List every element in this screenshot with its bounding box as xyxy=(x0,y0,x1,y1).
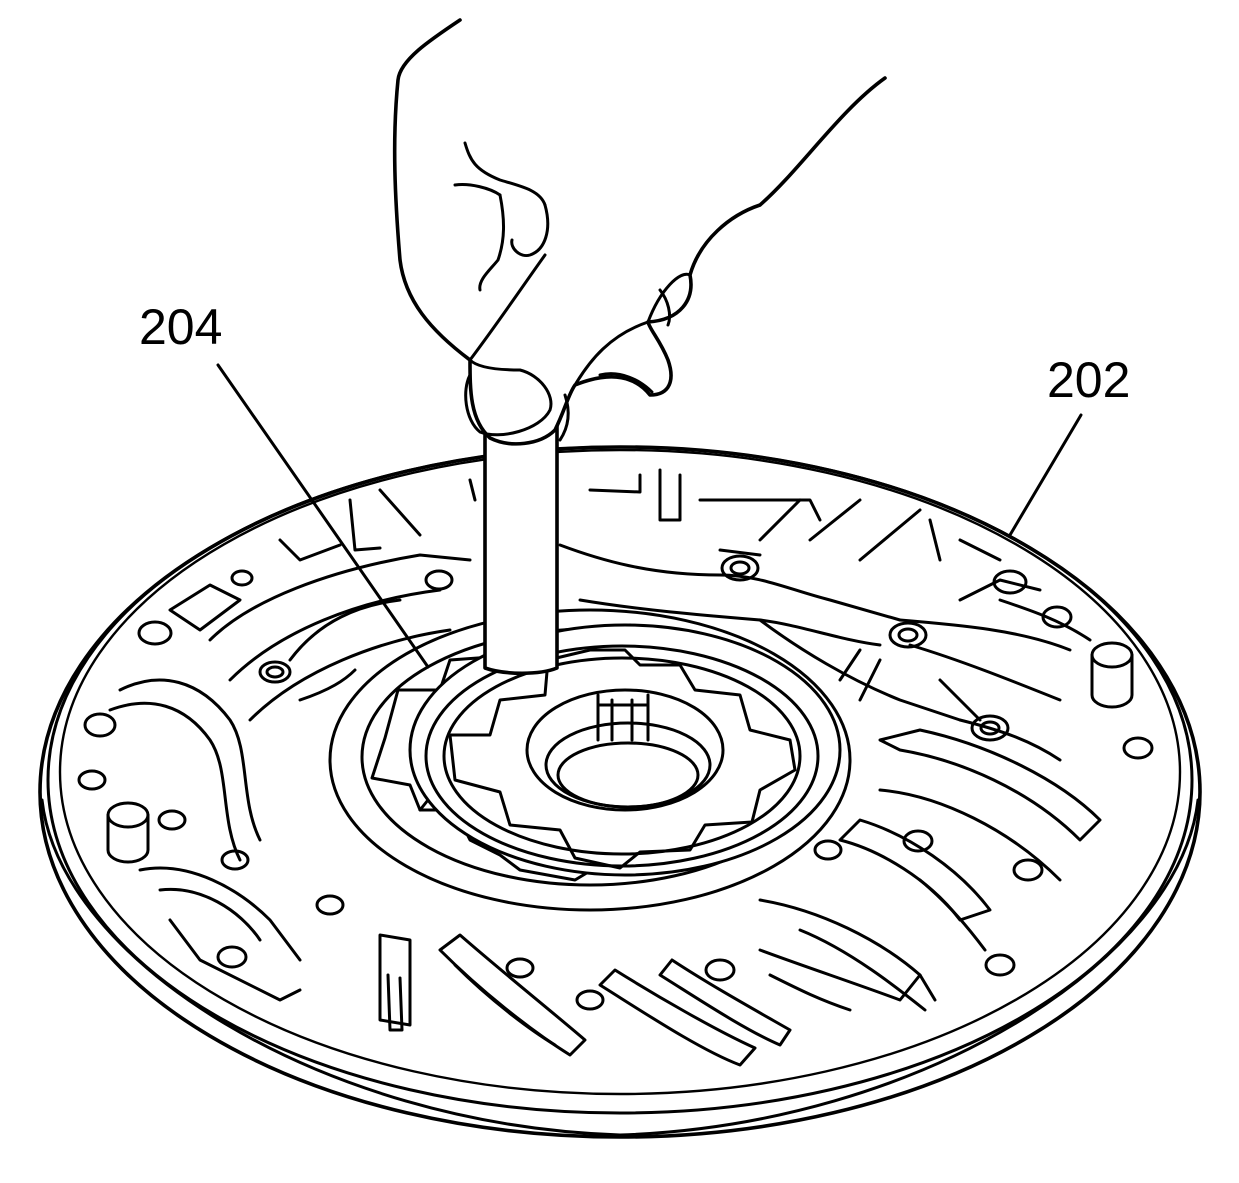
pump-cover-plate xyxy=(38,445,1202,1139)
hand xyxy=(392,18,887,446)
callout-label-pump-cover: 202 xyxy=(1047,352,1131,408)
index-finger xyxy=(573,320,650,387)
knuckle-line-2 xyxy=(453,183,502,197)
shaft-grip-line xyxy=(558,393,570,442)
thumb-tip xyxy=(464,358,553,437)
seal-installer-tool xyxy=(483,400,559,675)
tool-shaft xyxy=(483,400,559,675)
plate-side-band xyxy=(40,798,1200,1137)
plate-inner-edge xyxy=(58,448,1182,1096)
dowel-pins xyxy=(106,641,1134,864)
index-nail xyxy=(598,372,654,394)
plate-top-edge xyxy=(46,445,1194,1115)
thumb-crease xyxy=(468,253,547,362)
back-ribs xyxy=(278,468,1002,722)
palm-crease xyxy=(478,193,506,292)
finger-curl xyxy=(510,203,550,258)
middle-finger-edge xyxy=(646,272,692,324)
leader-202 xyxy=(1008,413,1083,537)
knuckle-line-1 xyxy=(463,141,547,207)
callout-label-seal-tool: 204 xyxy=(139,299,223,355)
bolt-holes xyxy=(77,554,1154,1011)
leader-204 xyxy=(216,363,430,669)
seal-bore-hub xyxy=(408,623,842,877)
callout-leaders xyxy=(216,363,1083,669)
gear-pocket-outer-ring xyxy=(328,608,852,912)
